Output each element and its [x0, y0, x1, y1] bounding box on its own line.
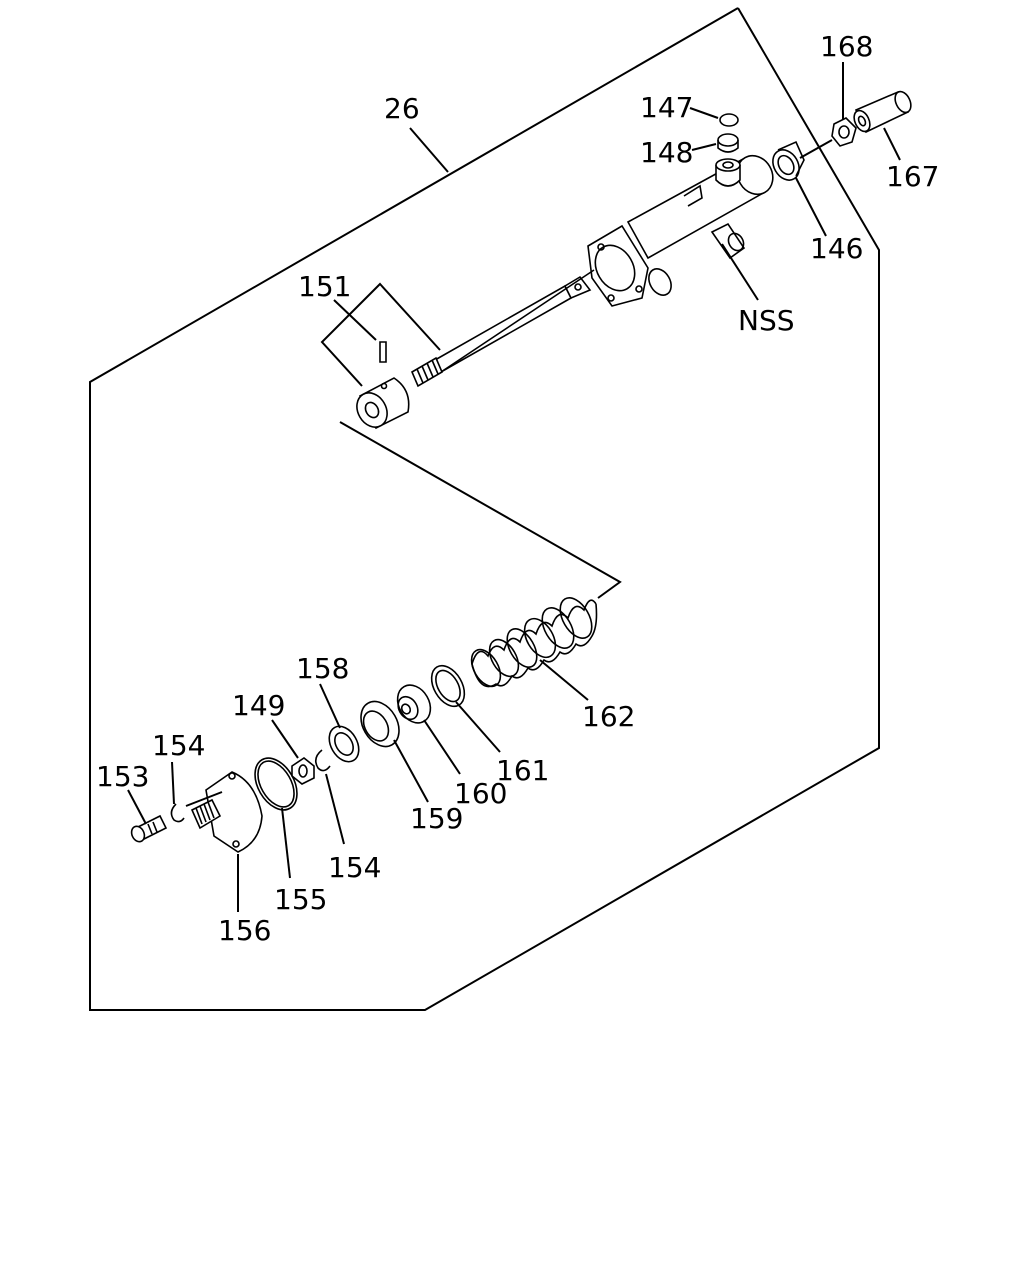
- label-154-right: 154: [328, 851, 381, 884]
- leader-167: [883, 127, 901, 161]
- pin-151: [379, 341, 387, 363]
- label-149: 149: [232, 689, 285, 722]
- end-cover-156: [190, 771, 263, 853]
- label-159: 159: [410, 802, 463, 835]
- leader-162: [539, 659, 589, 701]
- axis-line-nut: [799, 139, 833, 159]
- label-151: 151: [298, 270, 351, 303]
- label-167: 167: [886, 160, 939, 193]
- clevis: [356, 377, 410, 430]
- label-nss: NSS: [738, 304, 795, 337]
- ring-161: [430, 664, 466, 708]
- leader-160: [423, 719, 461, 775]
- nut-149: [291, 757, 315, 785]
- leader-153: [127, 789, 147, 825]
- cylinder-body: [587, 154, 774, 307]
- clip-154-left: [170, 803, 185, 823]
- label-153: 153: [96, 760, 149, 793]
- label-155: 155: [274, 883, 327, 916]
- label-161: 161: [496, 754, 549, 787]
- label-156: 156: [218, 914, 271, 947]
- leader-149: [271, 719, 299, 759]
- leader-146: [795, 177, 827, 237]
- nut-168: [831, 117, 857, 147]
- boot-146: [772, 140, 805, 181]
- push-rod: [410, 269, 595, 388]
- label-168: 168: [820, 30, 873, 63]
- assembly-outline: [89, 7, 880, 1011]
- leader-147: [689, 107, 719, 119]
- leader-148: [691, 143, 717, 151]
- seal-148: [717, 133, 739, 153]
- label-147: 147: [640, 91, 693, 124]
- leader-155: [281, 807, 291, 879]
- leader-151-bracket: [320, 282, 441, 387]
- label-158: 158: [296, 652, 349, 685]
- cup-159: [360, 700, 400, 748]
- leader-nss: [721, 243, 759, 301]
- snap-ring-147: [719, 113, 739, 127]
- leader-154-right: [325, 773, 345, 845]
- washer-158: [328, 725, 360, 763]
- bolt-153: [130, 814, 168, 843]
- leader-154-left: [171, 761, 175, 805]
- leader-161: [455, 701, 501, 753]
- spring-162: [470, 597, 598, 688]
- label-26: 26: [384, 92, 420, 125]
- label-162: 162: [582, 700, 635, 733]
- label-160: 160: [454, 777, 507, 810]
- leader-26: [409, 127, 449, 173]
- leader-151: [333, 299, 377, 341]
- o-ring-155: [254, 757, 298, 811]
- label-154-left: 154: [152, 729, 205, 762]
- clip-154-right: [314, 749, 331, 772]
- leader-158: [319, 683, 341, 729]
- sleeve-167: [853, 90, 912, 134]
- axis-line-lower: [185, 791, 223, 807]
- leader-159: [393, 739, 429, 803]
- axis-line-upper: [339, 421, 622, 599]
- label-148: 148: [640, 136, 693, 169]
- label-146: 146: [810, 232, 863, 265]
